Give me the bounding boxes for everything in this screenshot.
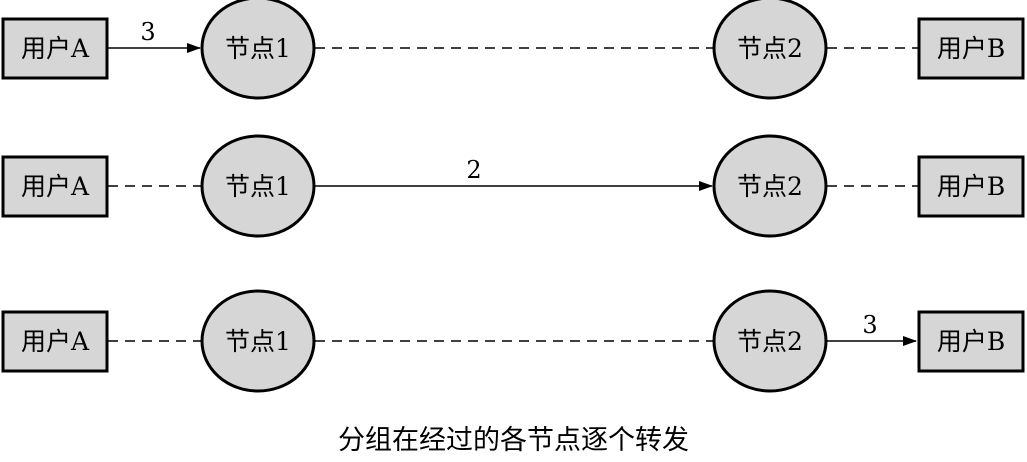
node-1-label: 节点1 <box>225 327 291 356</box>
diagram-row-3: 3 用户A 节点1 节点2 用户B <box>1 289 1025 393</box>
user-a-label: 用户A <box>21 34 90 63</box>
node-1-label: 节点1 <box>225 34 291 63</box>
diagram-row-2: 2 用户A 节点1 节点2 用户B <box>1 134 1025 238</box>
user-a-box <box>1 155 109 218</box>
user-a-label: 用户A <box>21 172 90 201</box>
node-2-label: 节点2 <box>737 172 803 201</box>
user-b-box <box>917 310 1025 373</box>
packet-forwarding-diagram: 3 用户A 节点1 节点2 用户B 2 用户A 节点1 节点2 用户B 3 用户… <box>1 0 1025 393</box>
node-2-label: 节点2 <box>737 34 803 63</box>
step-label-2: 2 <box>466 156 481 184</box>
user-a-box <box>1 310 109 373</box>
diagram-row-1: 3 用户A 节点1 节点2 用户B <box>1 0 1025 100</box>
node-2-circle <box>712 134 828 238</box>
node-1-circle <box>200 0 316 100</box>
user-b-label: 用户B <box>937 172 1005 201</box>
node-1-circle <box>200 289 316 393</box>
user-b-label: 用户B <box>937 327 1005 356</box>
node-2-circle <box>712 289 828 393</box>
user-a-box <box>1 17 109 80</box>
node-2-circle <box>712 0 828 100</box>
node-2-label: 节点2 <box>737 327 803 356</box>
user-b-label: 用户B <box>937 34 1005 63</box>
user-a-label: 用户A <box>21 327 90 356</box>
user-b-box <box>917 155 1025 218</box>
step-label-1: 3 <box>140 18 155 46</box>
step-label-3: 3 <box>862 311 877 339</box>
diagram-caption: 分组在经过的各节点逐个转发 <box>338 425 689 456</box>
node-1-label: 节点1 <box>225 172 291 201</box>
user-b-box <box>917 17 1025 80</box>
node-1-circle <box>200 134 316 238</box>
